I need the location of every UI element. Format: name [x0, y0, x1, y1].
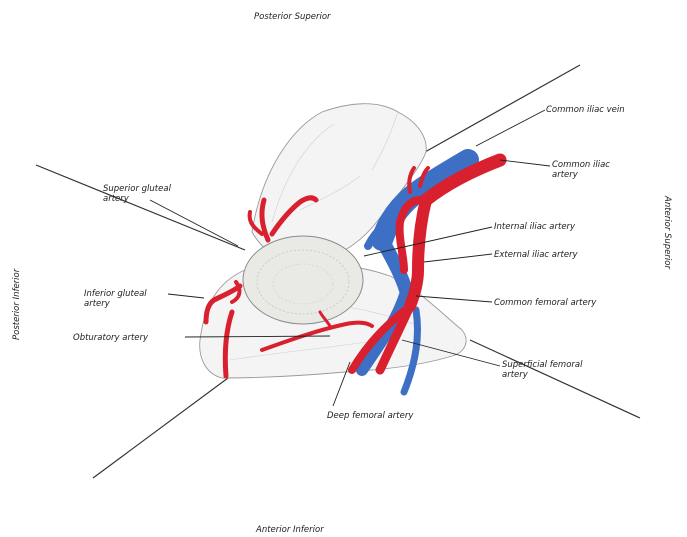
orientation-top: Posterior Superior — [254, 12, 331, 22]
label-superior-gluteal-2: artery — [103, 194, 130, 204]
orientation-left: Posterior Inferior — [12, 268, 22, 340]
label-common-iliac-artery-2: artery — [552, 170, 579, 180]
label-superior-gluteal-1: Superior gluteal — [103, 184, 172, 194]
plane-line-lower-left — [93, 378, 228, 478]
label-superficial-femoral-1: Superficial femoral — [502, 360, 583, 370]
label-common-iliac-artery-1: Common iliac — [552, 160, 610, 170]
label-internal-iliac: Internal iliac artery — [494, 222, 576, 232]
label-inferior-gluteal-2: artery — [84, 299, 111, 309]
label-obturatory: Obturatory artery — [73, 333, 149, 343]
plane-line-lower-right — [470, 340, 640, 418]
label-common-iliac-vein: Common iliac vein — [546, 105, 625, 115]
label-deep-femoral: Deep femoral artery — [327, 411, 414, 421]
plane-line-upper-left — [36, 165, 245, 250]
label-external-iliac: External iliac artery — [494, 250, 579, 260]
label-inferior-gluteal-1: Inferior gluteal — [84, 289, 147, 299]
acetabulum — [243, 236, 363, 324]
label-common-femoral: Common femoral artery — [494, 298, 597, 308]
orientation-right: Anterior Superior — [662, 195, 672, 269]
label-superficial-femoral-2: artery — [502, 370, 529, 380]
orientation-bottom: Anterior Inferior — [255, 525, 324, 535]
